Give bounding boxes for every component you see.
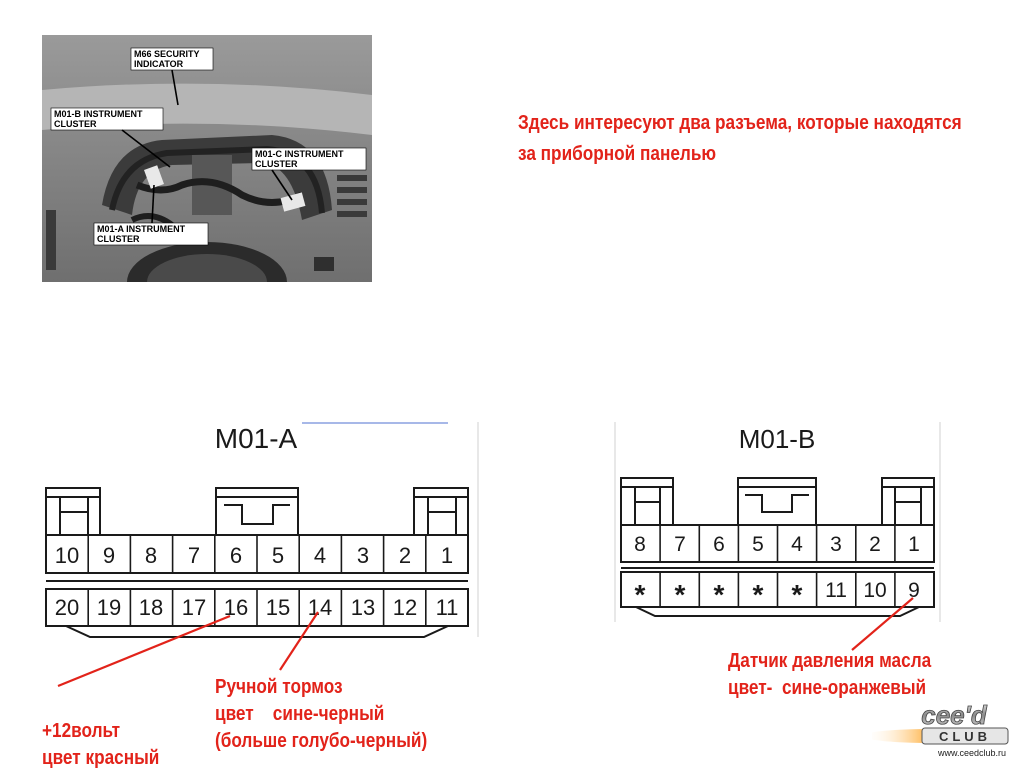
pin-a-8: 8 (145, 543, 157, 568)
pin-b-unused-4: * (753, 579, 764, 610)
pin-a-15: 15 (266, 595, 290, 620)
pin-a-17: 17 (182, 595, 206, 620)
pin-b-2: 2 (869, 533, 881, 556)
handbrake-note-line-1: Ручной тормоз (215, 676, 343, 698)
pointer-line-handbrake (279, 611, 319, 671)
handbrake-note-line-3: (больше голубо-черный) (215, 730, 428, 752)
pin-b-3: 3 (830, 533, 842, 556)
connector-m01a-title: M01-A (215, 423, 298, 454)
label-m01a-line1: M01-A INSTRUMENT (97, 224, 186, 234)
pin-b-unused-3: * (714, 579, 725, 610)
logo-sub: CLUB (939, 729, 991, 744)
pin-b-5: 5 (752, 533, 764, 556)
oil-pressure-note: Датчик давления масла цвет- сине-оранжев… (728, 648, 931, 702)
oil-note-line-1: Датчик давления масла (728, 650, 932, 672)
pin-a-6: 6 (230, 543, 242, 568)
pin-b-8: 8 (634, 533, 646, 556)
pin-b-11: 11 (825, 579, 847, 602)
connector-m01a: M01-A (45, 423, 469, 638)
pin-a-10: 10 (55, 543, 79, 568)
pin-b-6: 6 (713, 533, 725, 556)
pin-a-14: 14 (308, 595, 332, 620)
pin-b-10: 10 (863, 579, 886, 602)
power-note-line-2: цвет красный (42, 747, 160, 769)
label-m66-line1: M66 SECURITY (134, 49, 200, 59)
pin-b-9: 9 (908, 579, 920, 602)
label-m01b-line2: CLUSTER (54, 119, 97, 129)
pin-a-20: 20 (55, 595, 79, 620)
pin-a-3: 3 (357, 543, 369, 568)
label-m01b-line1: M01-B INSTRUMENT (54, 109, 143, 119)
pin-a-18: 18 (139, 595, 163, 620)
handbrake-note: Ручной тормоз цвет сине-черный (больше г… (215, 674, 427, 755)
label-m01c-line1: M01-C INSTRUMENT (255, 149, 344, 159)
ceedclub-logo: cee'd CLUB www.ceedclub.ru (872, 700, 1009, 758)
connector-m01b: M01-B (620, 424, 935, 617)
pin-a-9: 9 (103, 543, 115, 568)
pointer-line-oil (851, 597, 914, 651)
label-m01a-line2: CLUSTER (97, 234, 140, 244)
pin-a-13: 13 (351, 595, 375, 620)
intro-text: Здесь интересуют два разъема, которые на… (518, 108, 962, 170)
connector-m01b-title: M01-B (739, 424, 816, 454)
pin-a-5: 5 (272, 543, 284, 568)
logo-url: www.ceedclub.ru (937, 748, 1006, 758)
dashboard-photo: M66 SECURITY INDICATOR M01-B INSTRUMENT … (42, 35, 372, 282)
pin-b-4: 4 (791, 533, 803, 556)
handbrake-note-line-2: цвет сине-черный (215, 703, 385, 725)
label-m01c-line2: CLUSTER (255, 159, 298, 169)
pin-a-1: 1 (441, 543, 453, 568)
pin-a-7: 7 (188, 543, 200, 568)
power-note: +12вольт цвет красный (42, 718, 159, 772)
pin-a-4: 4 (314, 543, 326, 568)
pin-a-19: 19 (97, 595, 121, 620)
pin-b-unused-2: * (675, 579, 686, 610)
pin-b-1: 1 (908, 533, 920, 556)
power-note-line-1: +12вольт (42, 720, 121, 742)
intro-line-1: Здесь интересуют два разъема, которые на… (518, 112, 962, 134)
pin-b-unused-5: * (792, 579, 803, 610)
oil-note-line-2: цвет- сине-оранжевый (728, 677, 927, 699)
pin-a-11: 11 (436, 595, 459, 620)
pin-b-unused-1: * (635, 579, 646, 610)
logo-name: cee'd (921, 700, 988, 730)
pin-a-16: 16 (224, 595, 248, 620)
pin-a-2: 2 (399, 543, 411, 568)
label-m66-line2: INDICATOR (134, 59, 184, 69)
pin-a-12: 12 (393, 595, 417, 620)
intro-line-2: за приборной панелью (518, 143, 717, 165)
pin-b-7: 7 (674, 533, 686, 556)
pointer-line-12v (57, 614, 231, 688)
